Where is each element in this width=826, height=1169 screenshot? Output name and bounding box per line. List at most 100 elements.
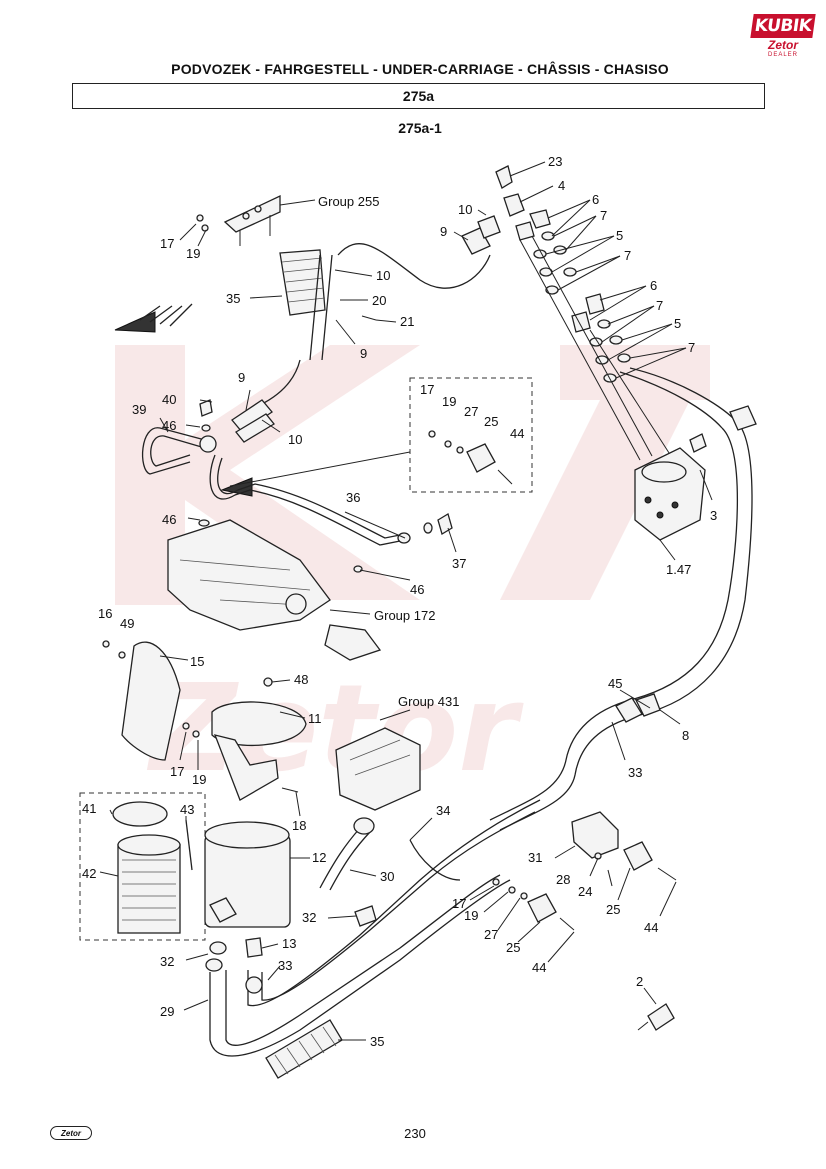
callout-label: 27 xyxy=(484,927,498,942)
callout-label: 34 xyxy=(436,803,450,818)
callout-label: 35 xyxy=(226,291,240,306)
callout-label: 49 xyxy=(120,616,134,631)
callout-label-group: Group 431 xyxy=(398,694,459,709)
inset-box-valve xyxy=(409,377,533,493)
callout-label: 48 xyxy=(294,672,308,687)
callout-label: 46 xyxy=(162,512,176,527)
callout-label: 4 xyxy=(558,178,565,193)
footer-brand-text: Zetor xyxy=(61,1128,81,1138)
callout-label: 5 xyxy=(616,228,623,243)
callout-label: 33 xyxy=(628,765,642,780)
callout-label: 43 xyxy=(180,802,194,817)
callout-label: 44 xyxy=(644,920,658,935)
direction-arrow-icon xyxy=(114,303,193,333)
callout-label: 30 xyxy=(380,869,394,884)
callout-label: 11 xyxy=(308,711,322,726)
callout-label: 39 xyxy=(132,402,146,417)
page-number: 230 xyxy=(404,1126,426,1141)
spiral-hose-part xyxy=(279,249,326,316)
callout-label: 44 xyxy=(532,960,546,975)
callout-label: 5 xyxy=(674,316,681,331)
callout-label: 28 xyxy=(556,872,570,887)
callout-label: 31 xyxy=(528,850,542,865)
callout-label: 45 xyxy=(608,676,622,691)
callout-label: 32 xyxy=(160,954,174,969)
callout-label: 12 xyxy=(312,850,326,865)
callout-label: 19 xyxy=(464,908,478,923)
callout-label: 33 xyxy=(278,958,292,973)
sub-group-number: 275a-1 xyxy=(398,120,442,136)
callout-label: 7 xyxy=(656,298,663,313)
valve-block-part xyxy=(527,893,557,923)
callout-label: 18 xyxy=(292,818,306,833)
callout-label: 41 xyxy=(82,801,96,816)
callout-label: 25 xyxy=(484,414,498,429)
callout-label-group: Group 255 xyxy=(318,194,379,209)
leader-lines xyxy=(99,161,713,1041)
callout-label: 44 xyxy=(510,426,524,441)
callout-label: 23 xyxy=(548,154,562,169)
filter-element-part xyxy=(117,834,181,934)
callout-labels: 23 4 6 7 10 9 5 7 6 7 5 7 17 19 Group 25… xyxy=(82,154,717,1049)
valve-block-part xyxy=(466,443,496,473)
callout-label: 17 xyxy=(420,382,434,397)
callout-label: 3 xyxy=(710,508,717,523)
page-title: PODVOZEK - FAHRGESTELL - UNDER-CARRIAGE … xyxy=(171,61,669,77)
callout-label: 17 xyxy=(160,236,174,251)
callout-label: 13 xyxy=(282,936,296,951)
callout-label: 46 xyxy=(162,418,176,433)
callout-label: 6 xyxy=(650,278,657,293)
callout-label: 19 xyxy=(186,246,200,261)
logo-brand-text: Zetor xyxy=(768,38,798,52)
fittings-group-upper xyxy=(461,165,631,383)
callout-label: 7 xyxy=(624,248,631,263)
callout-label: 19 xyxy=(442,394,456,409)
group-number-box: 275a xyxy=(72,83,765,109)
callout-label: 15 xyxy=(190,654,204,669)
pipe-bracket-part xyxy=(571,811,619,859)
callout-label: 29 xyxy=(160,1004,174,1019)
dealer-logo: KUBIK Zetor DEALER xyxy=(750,14,816,64)
callout-label: 37 xyxy=(452,556,466,571)
callout-label: 9 xyxy=(238,370,245,385)
callout-label: 24 xyxy=(578,884,592,899)
callout-label: 7 xyxy=(688,340,695,355)
callout-label: 32 xyxy=(302,910,316,925)
callout-label: 8 xyxy=(682,728,689,743)
callout-label: 10 xyxy=(458,202,472,217)
chassis-frame-part xyxy=(167,519,382,661)
bracket-part xyxy=(223,194,281,246)
callout-label: 9 xyxy=(360,346,367,361)
callout-label: 9 xyxy=(440,224,447,239)
callout-label: 10 xyxy=(288,432,302,447)
steering-unit-part xyxy=(634,433,707,541)
callout-label: 1.47 xyxy=(666,562,691,577)
callout-label-group: Group 172 xyxy=(374,608,435,623)
callout-label: 42 xyxy=(82,866,96,881)
group-number: 275a xyxy=(402,88,435,104)
callout-label: 21 xyxy=(400,314,414,329)
callout-label: 25 xyxy=(606,902,620,917)
guard-part xyxy=(121,641,181,761)
callout-label: 17 xyxy=(170,764,184,779)
callout-label: 27 xyxy=(464,404,478,419)
callout-label: 6 xyxy=(592,192,599,207)
callout-label: 16 xyxy=(98,606,112,621)
callout-label: 20 xyxy=(372,293,386,308)
callout-label: 19 xyxy=(192,772,206,787)
callout-label: 10 xyxy=(376,268,390,283)
logo-sub-text: DEALER xyxy=(767,52,798,58)
svg-text:Zetor: Zetor xyxy=(146,660,524,799)
callout-label: 25 xyxy=(506,940,520,955)
callout-label: 40 xyxy=(162,392,176,407)
callout-label: 2 xyxy=(636,974,643,989)
pump-part xyxy=(335,727,421,811)
footer-brand-logo: Zetor xyxy=(50,1126,92,1140)
callout-label: 17 xyxy=(452,896,466,911)
callout-label: 7 xyxy=(600,208,607,223)
callout-label: 46 xyxy=(410,582,424,597)
oil-tank-part xyxy=(204,821,291,958)
o-ring-part xyxy=(112,801,168,827)
